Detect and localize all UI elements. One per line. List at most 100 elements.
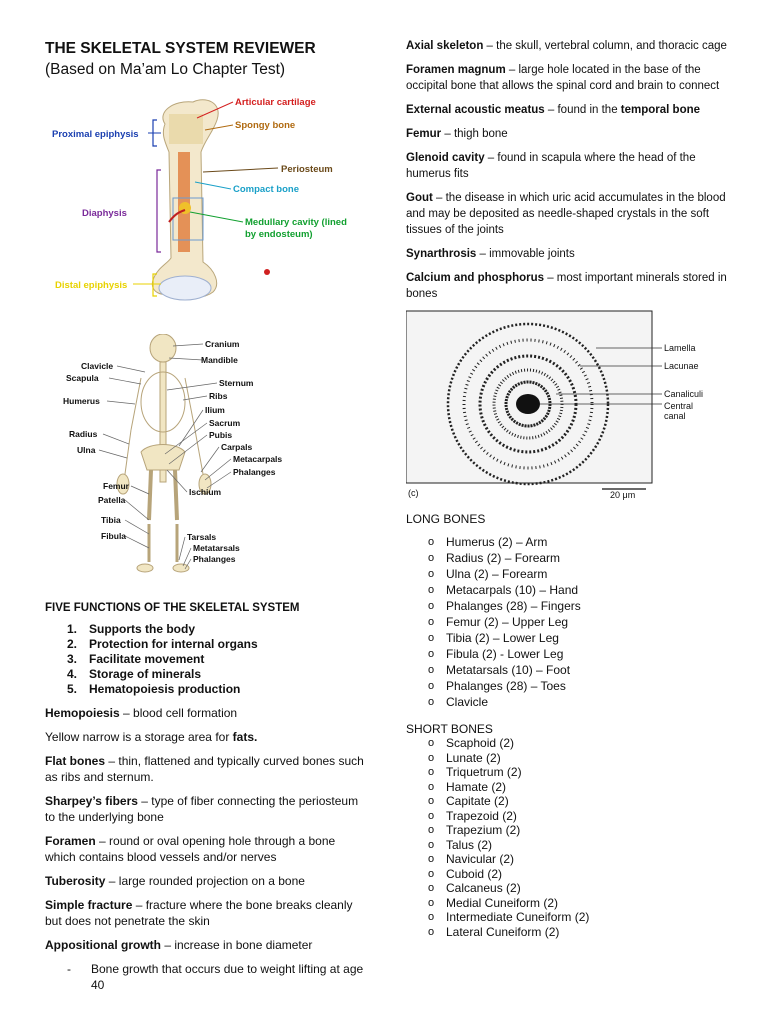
label-ribs: Ribs: [209, 391, 228, 401]
compact-bone-window: [172, 197, 204, 241]
left-humerus: [130, 377, 142, 431]
def-glenoid-cavity: Glenoid cavity – found in scapula where …: [406, 152, 696, 180]
def-femur: Femur – thigh bone: [406, 128, 508, 140]
label-sacrum: Sacrum: [209, 418, 241, 428]
blood-vessel: [168, 209, 186, 223]
label-phalanges-lower: Phalanges: [193, 554, 236, 564]
def-external-acoustic-meatus: External acoustic meatus – found in the …: [406, 104, 701, 116]
ribcage: [140, 371, 186, 433]
leader-medullary: [189, 211, 244, 223]
label-phalanges-upper: Phalanges: [233, 467, 276, 477]
label-metatarsals: Metatarsals: [193, 543, 240, 553]
right-foot: [172, 563, 190, 573]
skull: [149, 334, 177, 363]
right-forearm: [194, 429, 204, 475]
leader-articular: [196, 101, 234, 119]
right-column: Axial skeleton – the skull, vertebral co…: [406, 38, 736, 939]
def-flat-bones: Flat bones – thin, flattened and typical…: [45, 754, 364, 784]
right-hand: [198, 473, 212, 495]
label-tarsals: Tarsals: [187, 532, 216, 542]
label-lamella: Lamella: [664, 343, 696, 353]
left-hand: [116, 473, 130, 495]
def-appositional-growth: Appositional growth – increase in bone d…: [45, 938, 313, 952]
label-compact-bone: Compact bone: [233, 184, 299, 195]
label-medullary-1: Medullary cavity (lined: [245, 217, 347, 228]
label-metacarpals: Metacarpals: [233, 454, 282, 464]
function-item: 3.Facilitate movement: [67, 652, 205, 666]
label-lacunae: Lacunae: [664, 361, 699, 371]
bracket-distal: [152, 273, 157, 297]
micrograph-leaders: [540, 347, 662, 405]
functions-heading: FIVE FUNCTIONS OF THE SKELETAL SYSTEM: [45, 602, 300, 614]
def-sharpeys-fibers: Sharpey’s fibers – type of fiber connect…: [45, 794, 359, 824]
label-articular-cartilage: Articular cartilage: [235, 97, 316, 108]
label-pubis: Pubis: [209, 430, 232, 440]
def-gout: Gout – the disease in which uric acid ac…: [406, 192, 726, 236]
skeleton-leaders: [98, 343, 232, 570]
label-ulna: Ulna: [77, 445, 96, 455]
left-femur: [147, 469, 153, 521]
label-proximal-epiphysis: Proximal epiphysis: [52, 129, 139, 140]
skeleton-drawing: [116, 334, 212, 573]
bone-marrow-shaft: [178, 152, 190, 252]
skeleton-labels: Cranium Mandible Clavicle Scapula Sternu…: [63, 339, 282, 564]
label-humerus: Humerus: [63, 396, 100, 406]
label-sternum: Sternum: [219, 378, 254, 388]
def-yellow-marrow: Yellow narrow is a storage area for fats…: [45, 730, 258, 744]
spine: [159, 361, 167, 483]
def-foramen: Foramen – round or oval opening hole thr…: [45, 834, 336, 864]
leader-periosteum: [202, 167, 279, 173]
skeleton-figure: Cranium Mandible Clavicle Scapula Sternu…: [45, 334, 365, 584]
def-calcium-phosphorus: Calcium and phosphorus – most important …: [406, 272, 727, 300]
left-column: THE SKELETAL SYSTEM REVIEWER (Based on M…: [45, 38, 365, 993]
def-hemopoiesis: Hemopoiesis – blood cell formation: [45, 706, 238, 720]
label-fibula: Fibula: [101, 531, 126, 541]
label-panel-c: (c): [408, 488, 419, 498]
left-foot: [136, 563, 154, 573]
label-ilium: Ilium: [205, 405, 225, 415]
functions-section: FIVE FUNCTIONS OF THE SKELETAL SYSTEM 1.…: [45, 602, 365, 697]
label-scale-bar: 20 μm: [610, 490, 635, 500]
appositional-bullet: -Bone growth that occurs due to weight l…: [67, 962, 364, 992]
def-tuberosity: Tuberosity – large rounded projection on…: [45, 874, 305, 888]
label-central-canal-1: Central: [664, 401, 693, 411]
label-ischium: Ischium: [189, 487, 222, 497]
label-medullary-2: by endosteum): [245, 229, 313, 240]
label-diaphysis: Diaphysis: [82, 208, 127, 219]
label-canaliculi: Canaliculi: [664, 389, 703, 399]
function-item: 4.Storage of minerals: [67, 667, 202, 681]
osteon-micrograph: Lamella Lacunae Canaliculi Central canal…: [406, 310, 736, 502]
long-bone-svg: Articular cartilage Spongy bone Proximal…: [52, 97, 347, 301]
leader-spongy: [204, 124, 234, 131]
bracket-proximal: [152, 119, 157, 147]
label-clavicle: Clavicle: [81, 361, 113, 371]
left-forearm: [124, 429, 132, 475]
red-dot: [264, 269, 270, 275]
title-rest: (Based on Ma’am Lo Chapter Test): [45, 61, 286, 78]
label-patella: Patella: [98, 495, 126, 505]
functions-list: 1.Supports the body 2.Protection for int…: [67, 622, 365, 697]
label-distal-epiphysis: Distal epiphysis: [55, 280, 127, 291]
def-simple-fracture: Simple fracture – fracture where the bon…: [45, 898, 353, 928]
label-femur: Femur: [103, 481, 130, 491]
label-carpals: Carpals: [221, 442, 252, 452]
leader-compact: [194, 181, 232, 190]
label-periosteum: Periosteum: [281, 164, 333, 175]
